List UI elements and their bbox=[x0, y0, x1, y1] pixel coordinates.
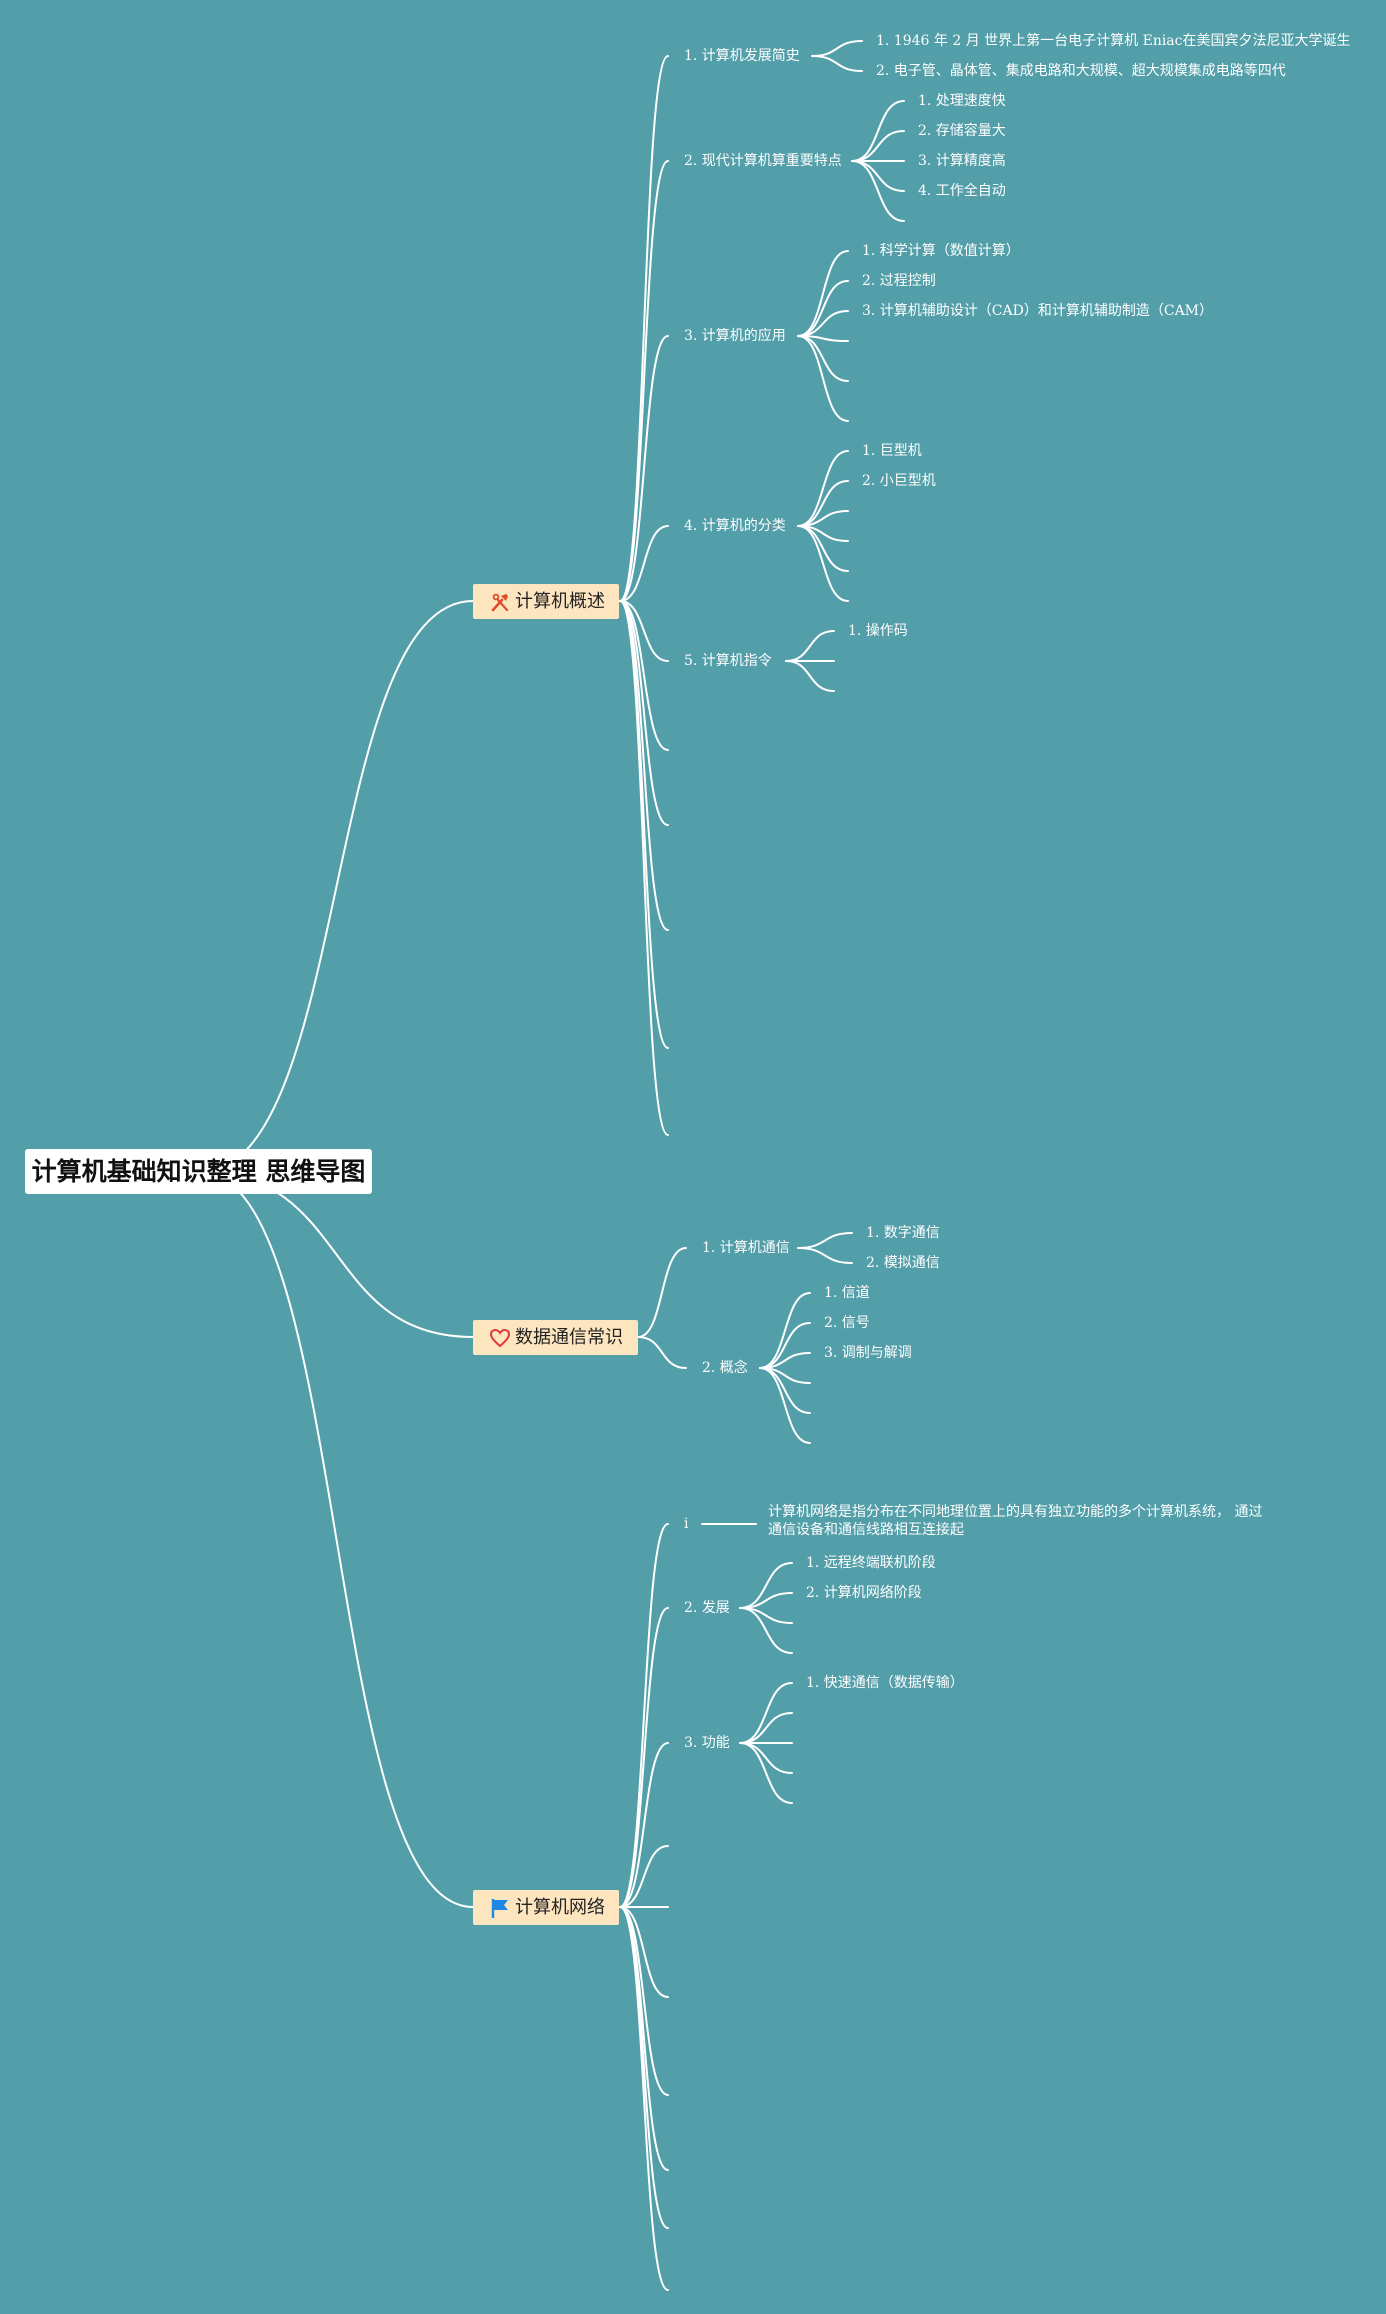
connector-line-35 bbox=[637, 1247, 687, 1338]
leaf-node[interactable]: 3. 调制与解调 bbox=[824, 1345, 912, 1361]
connector-line-11 bbox=[619, 600, 669, 1049]
leaf-node[interactable]: 2. 模拟通信 bbox=[866, 1255, 940, 1271]
leaf-node[interactable]: 1. 1946 年 2 月 世界上第一台电子计算机 Eniac在美国宾夕法尼亚大… bbox=[876, 33, 1351, 49]
leaf-node[interactable]: 2. 过程控制 bbox=[862, 273, 936, 289]
connector-line-46 bbox=[619, 1607, 669, 1908]
connector-line-36 bbox=[637, 1336, 687, 1369]
subtopic-functions[interactable]: 3. 功能 bbox=[684, 1735, 730, 1751]
connector-line-20 bbox=[797, 250, 849, 337]
topic-data-communication[interactable]: 数据通信常识 bbox=[473, 1320, 638, 1355]
connector-line-5 bbox=[619, 335, 669, 602]
connector-line-37 bbox=[797, 1232, 853, 1249]
subtopic-instructions[interactable]: 5. 计算机指令 bbox=[684, 653, 772, 669]
leaf-node[interactable]: 1. 处理速度快 bbox=[918, 93, 1006, 109]
connector-line-18 bbox=[851, 160, 905, 192]
connector-line-60 bbox=[739, 1682, 793, 1744]
connector-line-21 bbox=[797, 280, 849, 337]
leaf-node[interactable]: 1. 远程终端联机阶段 bbox=[806, 1555, 936, 1571]
flag-icon bbox=[491, 1898, 508, 1918]
connector-line-40 bbox=[759, 1322, 811, 1369]
connector-line-16 bbox=[851, 130, 905, 162]
leaf-node[interactable]: 1. 巨型机 bbox=[862, 443, 922, 459]
connector-line-47 bbox=[619, 1742, 669, 1908]
connector-line-4 bbox=[619, 160, 669, 602]
connector-line-7 bbox=[619, 600, 669, 662]
connector-line-15 bbox=[851, 100, 905, 162]
root-topic[interactable]: 计算机基础知识整理 思维导图 bbox=[25, 1149, 372, 1194]
connector-line-12 bbox=[619, 600, 669, 1136]
connector-line-45 bbox=[619, 1523, 669, 1908]
connector-line-56 bbox=[739, 1562, 793, 1609]
connector-line-24 bbox=[797, 335, 849, 382]
leaf-node[interactable]: 2. 存储容量大 bbox=[918, 123, 1006, 139]
leaf-node[interactable]: 2. 电子管、晶体管、集成电路和大规模、超大规模集成电路等四代 bbox=[876, 63, 1286, 79]
subtopic-development[interactable]: 2. 发展 bbox=[684, 1600, 730, 1616]
leaf-node[interactable]: 3. 计算机辅助设计（CAD）和计算机辅助制造（CAM） bbox=[862, 303, 1214, 319]
topic-computer-network[interactable]: 计算机网络 bbox=[473, 1890, 619, 1925]
leaf-node[interactable]: 计算机网络是指分布在不同地理位置上的具有独立功能的多个计算机系统， 通过通信设备… bbox=[768, 1504, 1263, 1538]
leaf-node[interactable]: 3. 计算精度高 bbox=[918, 153, 1006, 169]
subtopic-computer-communication[interactable]: 1. 计算机通信 bbox=[702, 1240, 790, 1256]
connector-line-44 bbox=[759, 1367, 811, 1444]
connector-line-51 bbox=[619, 1906, 669, 2096]
connector-line-9 bbox=[619, 600, 669, 826]
leaf-node[interactable]: 2. 信号 bbox=[824, 1315, 870, 1331]
connector-line-25 bbox=[797, 335, 849, 422]
connector-line-10 bbox=[619, 600, 669, 931]
heart-icon bbox=[489, 1328, 511, 1347]
connector-line-1 bbox=[199, 1171, 474, 1338]
connector-line-13 bbox=[811, 40, 863, 57]
connector-line-63 bbox=[739, 1742, 793, 1774]
connector-line-8 bbox=[619, 600, 669, 751]
subtopic-applications[interactable]: 3. 计算机的应用 bbox=[684, 328, 786, 344]
leaf-node[interactable]: 4. 工作全自动 bbox=[918, 183, 1006, 199]
connector-line-27 bbox=[797, 480, 849, 527]
leaf-node[interactable]: 1. 数字通信 bbox=[866, 1225, 940, 1241]
leaf-node[interactable]: 1. 科学计算（数值计算） bbox=[862, 243, 1020, 259]
connector-line-0 bbox=[199, 600, 474, 1173]
subtopic-history[interactable]: 1. 计算机发展简史 bbox=[684, 48, 800, 64]
connector-line-48 bbox=[619, 1845, 669, 1908]
leaf-node[interactable]: 2. 计算机网络阶段 bbox=[806, 1585, 922, 1601]
connector-line-19 bbox=[851, 160, 905, 222]
leaf-node[interactable]: 2. 小巨型机 bbox=[862, 473, 936, 489]
subtopic-features[interactable]: 2. 现代计算机算重要特点 bbox=[684, 153, 842, 169]
connector-line-14 bbox=[811, 55, 863, 72]
connector-line-31 bbox=[797, 525, 849, 602]
connector-line-2 bbox=[199, 1171, 474, 1908]
connector-line-61 bbox=[739, 1712, 793, 1744]
connector-line-59 bbox=[739, 1607, 793, 1654]
connector-line-6 bbox=[619, 525, 669, 602]
leaf-node[interactable]: 1. 信道 bbox=[824, 1285, 870, 1301]
connector-line-52 bbox=[619, 1906, 669, 2171]
tools-icon bbox=[491, 593, 509, 611]
connector-line-64 bbox=[739, 1742, 793, 1804]
subtopic-definition[interactable]: i bbox=[684, 1516, 689, 1532]
topic-label: 数据通信常识 bbox=[515, 1327, 623, 1348]
topic-label: 计算机网络 bbox=[515, 1897, 605, 1918]
subtopic-concepts[interactable]: 2. 概念 bbox=[702, 1360, 748, 1376]
topic-label: 计算机概述 bbox=[515, 591, 605, 612]
connector-line-26 bbox=[797, 450, 849, 527]
connector-line-38 bbox=[797, 1247, 853, 1264]
connector-line-54 bbox=[619, 1906, 669, 2291]
topic-computer-overview[interactable]: 计算机概述 bbox=[473, 584, 619, 619]
connector-line-32 bbox=[785, 630, 835, 662]
connector-line-50 bbox=[619, 1906, 669, 1998]
leaf-node[interactable]: 1. 快速通信（数据传输） bbox=[806, 1675, 964, 1691]
connector-line-39 bbox=[759, 1292, 811, 1369]
subtopic-classification[interactable]: 4. 计算机的分类 bbox=[684, 518, 786, 534]
connector-line-3 bbox=[619, 55, 669, 602]
connector-line-34 bbox=[785, 660, 835, 692]
leaf-node[interactable]: 1. 操作码 bbox=[848, 623, 908, 639]
